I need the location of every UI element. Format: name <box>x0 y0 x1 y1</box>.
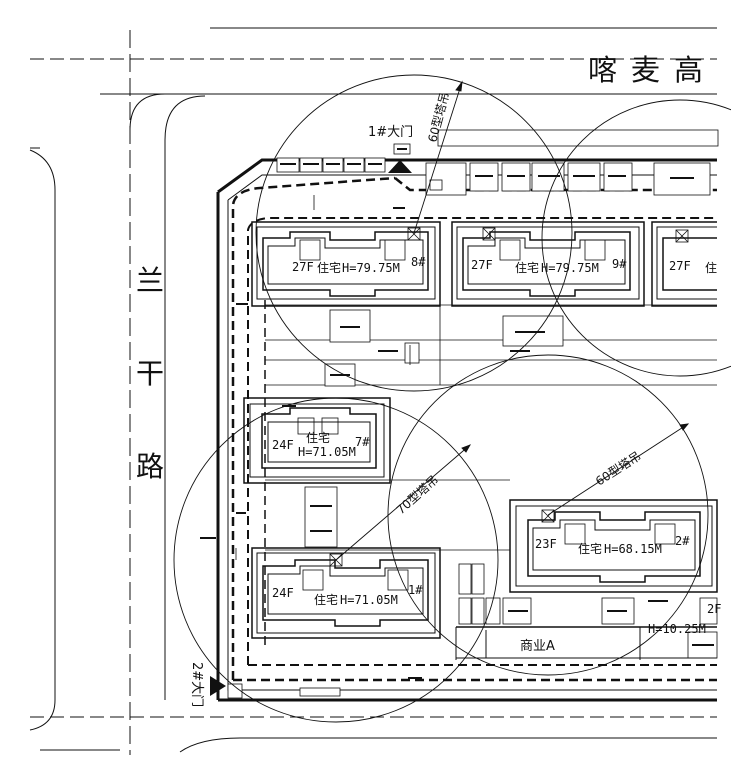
crane-marks <box>235 195 411 560</box>
gate-1-label: 1#大门 <box>368 125 413 140</box>
road-labels: 喀麦高 兰 干 路 <box>136 53 717 483</box>
gate-1-marker <box>388 160 412 173</box>
crane-east-radius <box>541 99 731 377</box>
commercial-name: 商业A <box>520 639 555 654</box>
building-1-labels: 24F 住宅 H=71.05M 1# <box>272 583 423 607</box>
west-road-char-1: 兰 <box>136 264 164 297</box>
crane-south-label: 70型塔吊 <box>394 473 441 518</box>
building-10-type: 住 <box>705 261 717 275</box>
building-8 <box>251 221 441 307</box>
building-2-height: H=68.15M <box>604 542 662 556</box>
west-road-char-3: 路 <box>136 450 164 483</box>
tower-crane-circles <box>173 74 731 723</box>
building-9-number: 9# <box>612 257 627 271</box>
building-2-number: 2# <box>675 534 690 548</box>
temporary-enclosure <box>231 176 717 682</box>
gate-2-label: 2#大门 <box>189 662 204 707</box>
crane-labels: 60型塔吊 60型塔吊 70型塔吊 <box>394 91 644 518</box>
building-9-floors: 27F <box>471 258 493 272</box>
building-1-height: H=71.05M <box>340 593 398 607</box>
gate-2-marker <box>210 676 226 696</box>
building-10 <box>651 221 717 307</box>
building-7-type: 住宅 <box>306 430 330 445</box>
building-3-floors: 2F <box>707 602 721 616</box>
building-8-number: 8# <box>411 255 426 269</box>
building-9-labels: 27F 住宅 H=79.75M 9# <box>471 257 627 275</box>
facility-labels <box>200 148 714 679</box>
crane-south-radius <box>173 397 499 723</box>
building-8-type: 住宅 <box>317 260 341 275</box>
building-2-floors: 23F <box>535 537 557 551</box>
building-10-labels: 27F 住 <box>669 259 717 275</box>
building-2 <box>509 499 718 593</box>
building-9-type: 住宅 <box>515 260 539 275</box>
building-3-labels: 2F <box>707 602 721 616</box>
building-7-number: 7# <box>355 435 370 449</box>
crane-north-radius <box>255 74 573 392</box>
building-7-labels: 24F 住宅 H=71.05M 7# <box>272 430 370 459</box>
building-8-floors: 27F <box>292 260 314 274</box>
building-9 <box>451 221 645 307</box>
crane-center-label: 60型塔吊 <box>593 449 644 489</box>
building-9-height: H=79.75M <box>541 261 599 275</box>
commercial-height: H=10.25M <box>648 622 706 636</box>
building-2-type: 住宅 <box>578 541 602 556</box>
gate-labels: 1#大门 2#大门 <box>189 125 413 707</box>
west-road <box>29 30 206 755</box>
west-road-char-2: 干 <box>136 357 164 390</box>
building-1-type: 住宅 <box>314 592 338 607</box>
building-2-labels: 23F 住宅 H=68.15M 2# <box>535 534 690 556</box>
tower-crane-radius-lines <box>335 80 690 561</box>
building-7 <box>243 397 391 484</box>
north-road-name: 喀麦高 <box>588 53 717 87</box>
site-facilities <box>227 129 719 699</box>
commercial-labels: 商业A H=10.25M <box>520 622 706 654</box>
building-8-labels: 27F 住宅 H=79.75M 8# <box>292 255 426 275</box>
north-road <box>30 27 717 131</box>
south-road <box>30 716 717 753</box>
building-1-floors: 24F <box>272 586 294 600</box>
building-7-floors: 24F <box>272 438 294 452</box>
building-8-height: H=79.75M <box>342 261 400 275</box>
building-10-floors: 27F <box>669 259 691 273</box>
building-1 <box>251 547 441 639</box>
commercial-a <box>455 626 717 660</box>
building-7-height: H=71.05M <box>298 445 356 459</box>
building-1-number: 1# <box>408 583 423 597</box>
